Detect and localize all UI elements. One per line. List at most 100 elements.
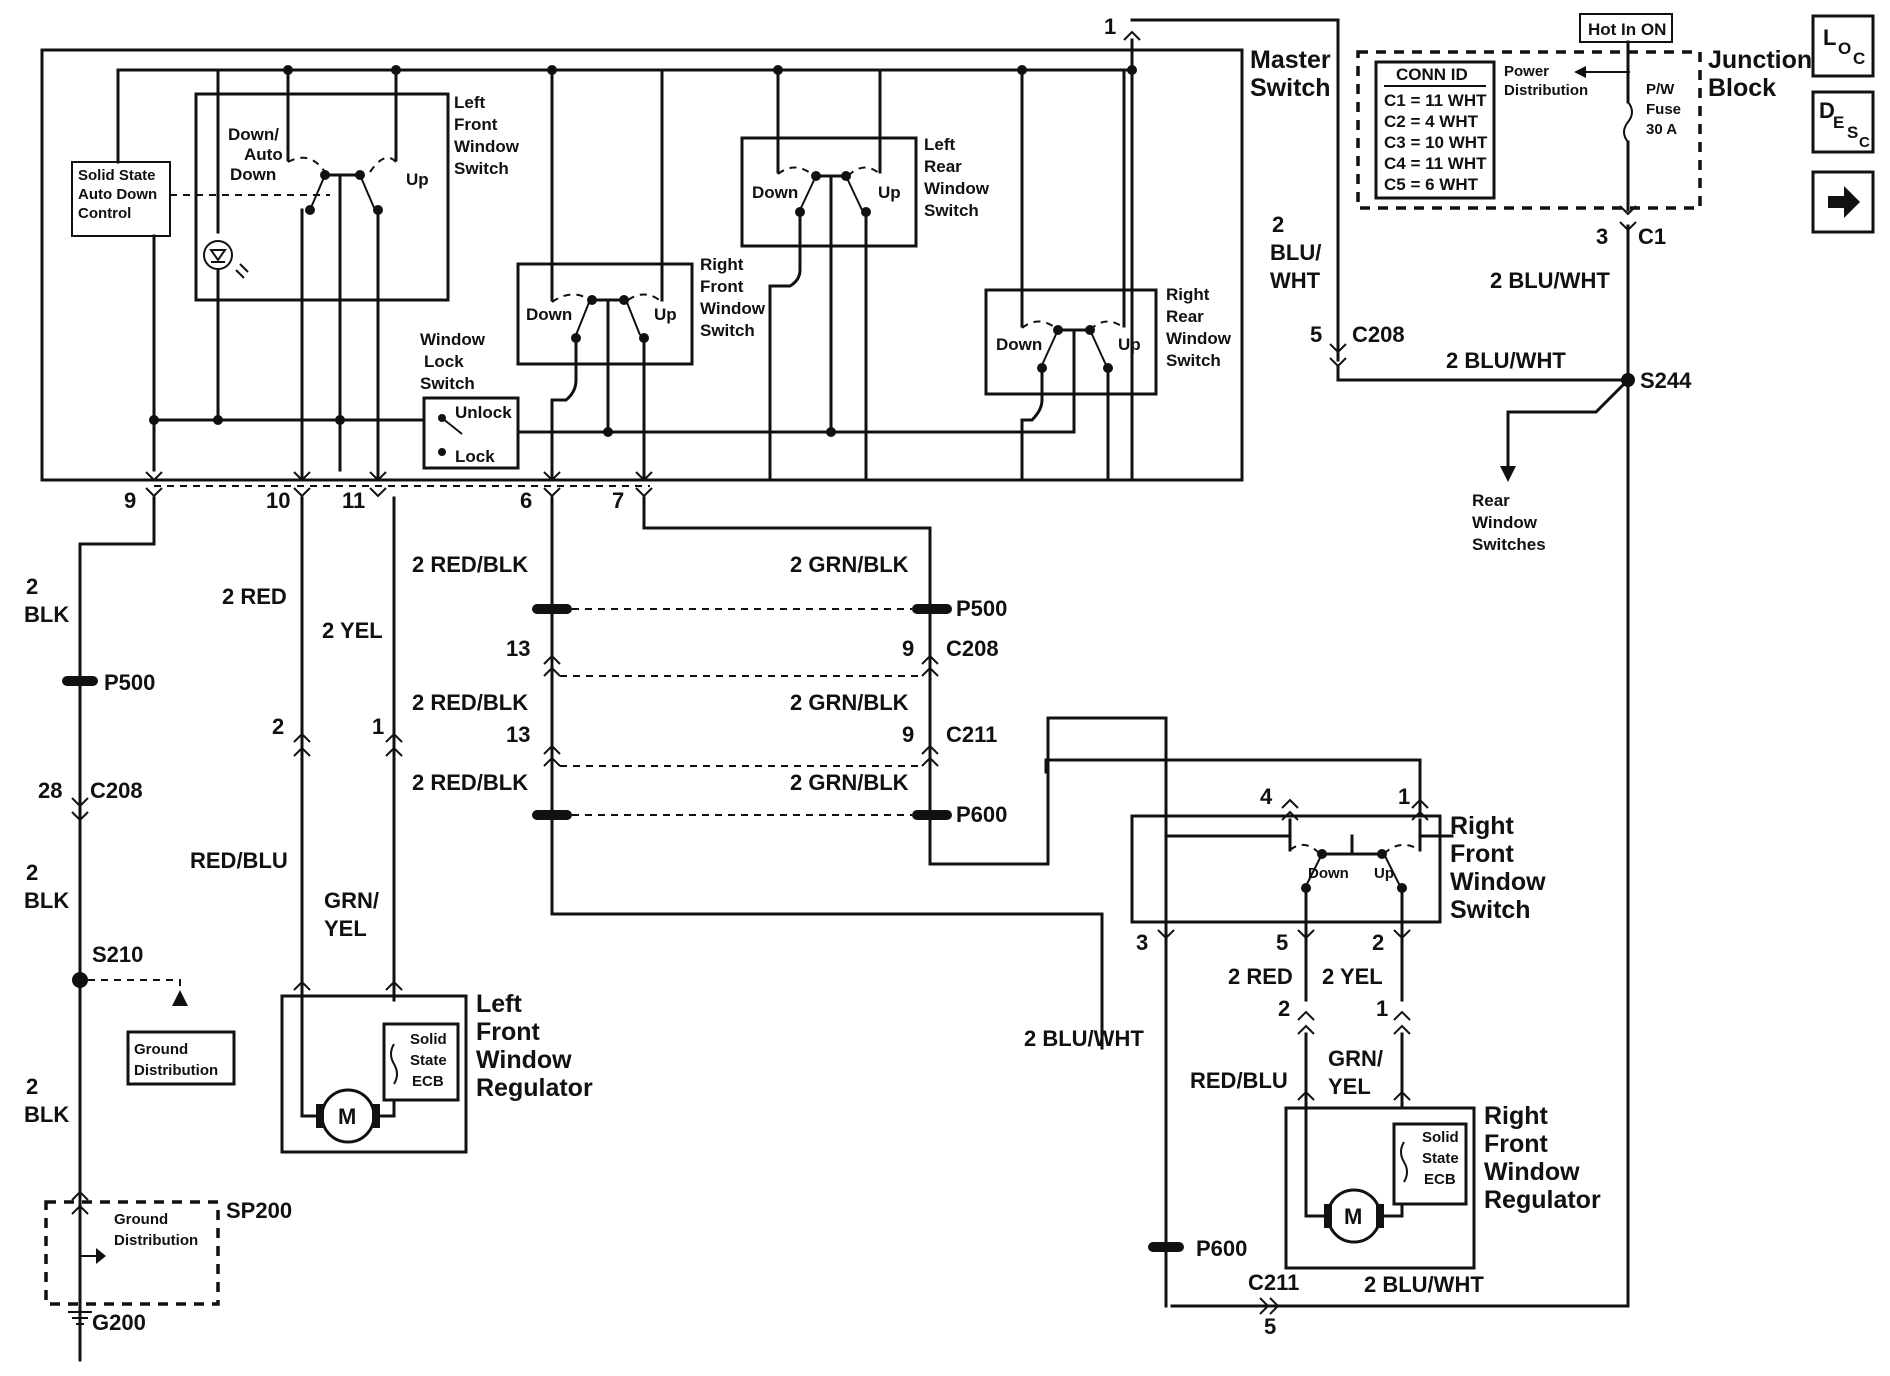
lock-label: Lock [455, 447, 495, 466]
unlock-label: Unlock [455, 403, 512, 422]
conn-c3: C3 = 10 WHT [1384, 133, 1488, 152]
c1-pin-3: 3 [1596, 224, 1608, 249]
next-page-button[interactable] [1811, 170, 1875, 234]
grn-blk-label-3: 2 GRN/BLK [790, 770, 909, 795]
pin-9: 9 [124, 488, 136, 513]
s210-label: S210 [92, 942, 143, 967]
arrow-right-icon [1828, 186, 1860, 218]
yel-wire-right-label: 2 YEL [1322, 964, 1383, 989]
p500-left-label: P500 [104, 670, 155, 695]
rf-door-pin-3: 3 [1136, 930, 1148, 955]
rr-down-label: Down [996, 335, 1042, 354]
g200-label: G200 [92, 1310, 146, 1335]
blu-wht-right: 2 BLU/WHT [1490, 268, 1610, 293]
left-front-regulator-box [280, 994, 468, 1154]
sp200-label: SP200 [226, 1198, 292, 1223]
pin-1-label: 1 [1104, 14, 1116, 39]
rf-door-pin-5: 5 [1276, 930, 1288, 955]
c208-13-pin: 13 [506, 636, 530, 661]
desc-sub: S [1847, 123, 1858, 142]
conn-c2: C2 = 4 WHT [1384, 112, 1479, 131]
rf-door-pin-2: 2 [1372, 930, 1384, 955]
rr-up-label: Up [1118, 335, 1141, 354]
grn-blk-label-2: 2 GRN/BLK [790, 690, 909, 715]
right-front-switch-master-box [516, 262, 694, 366]
desc-sub2: C [1859, 134, 1870, 151]
s244-label: S244 [1640, 368, 1692, 393]
p500-left-connector [62, 676, 98, 686]
c208-center-label: C208 [946, 636, 999, 661]
loc-sub: C [1853, 49, 1865, 68]
lf-motor-label: M [338, 1104, 356, 1129]
right-front-regulator-box [1284, 1106, 1476, 1270]
p600-bottom-label: P600 [1196, 1236, 1247, 1261]
conn-id-table [1374, 60, 1496, 200]
c211-9-pin: 9 [902, 722, 914, 747]
indicator-led-icon [203, 240, 233, 270]
hot-in-on-label-box [1579, 13, 1673, 43]
ground-distribution-box-1 [126, 1030, 236, 1086]
yel-wire-label: 2 YEL [322, 618, 383, 643]
conn-c1: C1 = 11 WHT [1384, 91, 1487, 110]
loc-main: L [1823, 25, 1836, 50]
grn-blk-label-1: 2 GRN/BLK [790, 552, 909, 577]
description-button[interactable]: D E S C [1811, 90, 1875, 154]
desc-main: D [1819, 98, 1835, 123]
p600-center-label: P600 [956, 802, 1007, 827]
grn-yel-right: GRN/YEL [1328, 1046, 1383, 1099]
red-blk-label-2: 2 RED/BLK [412, 690, 528, 715]
c208-left-label: C208 [90, 778, 143, 803]
conn-c4: C4 = 11 WHT [1384, 154, 1487, 173]
lf-solid-state-ecb [382, 1022, 460, 1102]
lf-up-label: Up [406, 170, 429, 189]
pin-10: 10 [266, 488, 290, 513]
conn-c5: C5 = 6 WHT [1384, 175, 1479, 194]
rf-door-down-label: Down [1308, 865, 1349, 882]
c211-bottom-label: C211 [1248, 1270, 1299, 1295]
p500-center-left [532, 604, 572, 614]
left-front-window-switch-box [194, 92, 450, 302]
pin-11: 11 [342, 488, 365, 513]
p600-center-right [912, 810, 952, 820]
rf-reg-pin-2: 2 [1278, 996, 1290, 1021]
p500-center-right [912, 604, 952, 614]
desc-sup: E [1833, 113, 1844, 132]
lr-up-label: Up [878, 183, 901, 202]
red-blk-label-1: 2 RED/BLK [412, 552, 528, 577]
lf-reg-pin-2: 2 [272, 714, 284, 739]
c211-bottom-pin-5: 5 [1264, 1314, 1276, 1339]
red-blu-right: RED/BLU [1190, 1068, 1288, 1093]
p500-center-label: P500 [956, 596, 1007, 621]
sp200-box [44, 1200, 220, 1306]
red-wire-label: 2 RED [222, 584, 287, 609]
splice-s210 [72, 972, 88, 988]
solid-state-auto-down-control [71, 161, 171, 237]
right-rear-window-switch-box [984, 288, 1158, 396]
lr-down-label: Down [752, 183, 798, 202]
rf-reg-pin-1: 1 [1376, 996, 1388, 1021]
red-wire-right-label: 2 RED [1228, 964, 1293, 989]
junction-block-box [1356, 50, 1702, 210]
rf-solid-state-ecb [1392, 1122, 1468, 1206]
location-button[interactable]: L O C [1811, 14, 1875, 78]
rf-master-down-label: Down [526, 305, 572, 324]
pin-7: 7 [612, 488, 624, 513]
c211-label: C211 [946, 722, 997, 747]
